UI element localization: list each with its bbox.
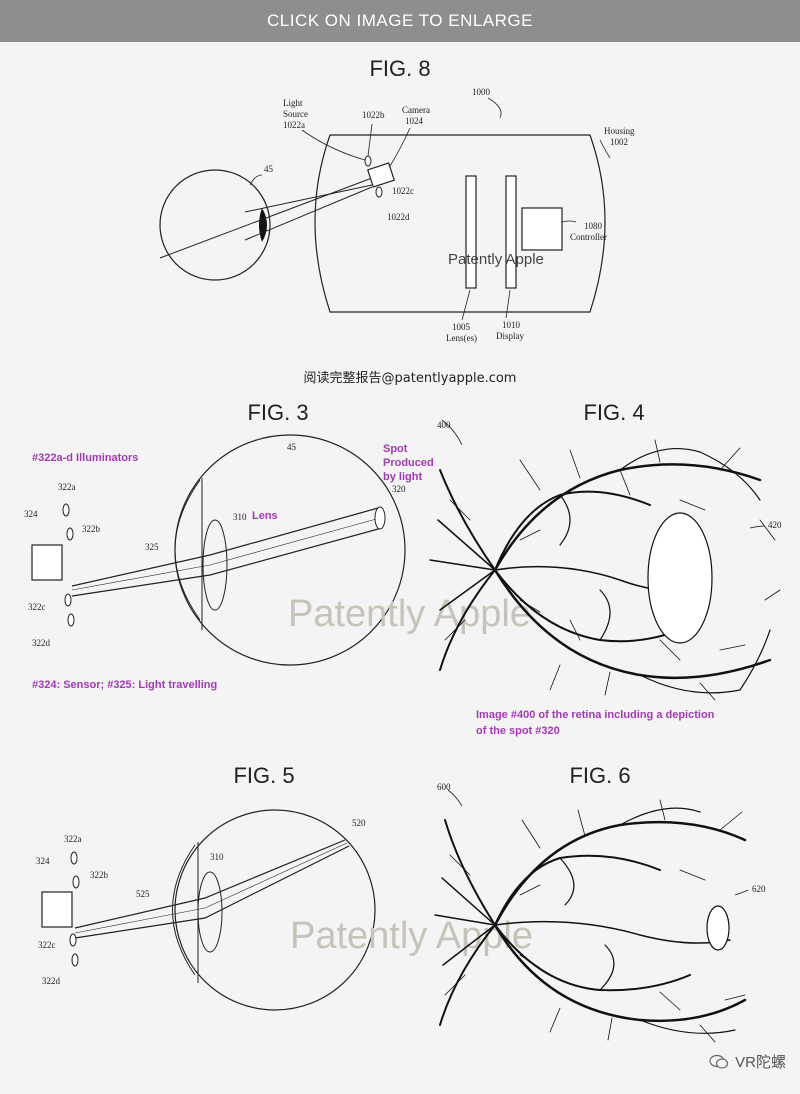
fig4-ref-420: 420 <box>768 520 782 530</box>
fig8-controller-1: 1080 <box>584 221 603 231</box>
fig5-ref-322d: 322d <box>42 976 61 986</box>
fig3-ref-322d: 322d <box>32 638 51 648</box>
fig5-ref-525: 525 <box>136 889 150 899</box>
fig8-controller <box>521 207 563 251</box>
fig3-ref-325: 325 <box>145 542 159 552</box>
fig8-ref-1022b: 1022b <box>362 110 385 120</box>
fig8-lens-1: 1005 <box>452 322 471 332</box>
fig5-eye <box>174 809 376 1011</box>
fig5-sensor <box>41 891 73 928</box>
fig5-ref-324: 324 <box>36 856 50 866</box>
fig3-caption-illuminators: #322a-d Illuminators <box>32 452 138 464</box>
wechat-icon <box>709 1054 729 1069</box>
fig6-retina-vessels <box>434 799 747 1043</box>
fig8-ref-45: 45 <box>264 164 274 174</box>
fig8-pupil <box>259 208 267 242</box>
fig6: FIG. 6 600 620 <box>434 763 766 1043</box>
fig3-ref-324: 324 <box>24 509 38 519</box>
fig4: FIG. 4 400 420 I <box>429 400 782 737</box>
email-line: 阅读完整报告@patentlyapple.com <box>304 371 517 386</box>
fig5-ref-322c: 322c <box>38 940 56 950</box>
fig8-housing-2: 1002 <box>610 137 628 147</box>
fig8-display-1: 1010 <box>502 320 521 330</box>
fig8-camera-1: Camera <box>402 105 430 115</box>
fig4-retina-vessels <box>429 439 781 701</box>
fig5-ref-322b: 322b <box>90 870 109 880</box>
fig3-ref-320: 320 <box>392 484 406 494</box>
fig8-lens <box>465 175 477 289</box>
fig8-watermark: Patently Apple <box>448 251 544 268</box>
fig6-title: FIG. 6 <box>569 763 630 788</box>
fig8-display-2: Display <box>496 331 524 341</box>
fig3-ref-322c: 322c <box>28 602 46 612</box>
fig8-eye <box>159 169 271 281</box>
fig8-title: FIG. 8 <box>369 56 430 81</box>
fig8-light-source-2: Source <box>283 109 308 119</box>
fig3-ref-322a: 322a <box>58 482 76 492</box>
source-watermark: VR陀螺 <box>709 1051 786 1072</box>
fig4-title: FIG. 4 <box>583 400 644 425</box>
fig3-watermark: Patently Apple <box>288 593 531 635</box>
fig8-housing-1: Housing <box>604 126 635 136</box>
fig6-ref-620: 620 <box>752 884 766 894</box>
fig3-ref-322b: 322b <box>82 524 101 534</box>
fig8-camera <box>367 162 395 188</box>
fig6-ref-600: 600 <box>437 782 451 792</box>
enlarge-banner[interactable]: CLICK ON IMAGE TO ENLARGE <box>0 0 800 42</box>
patent-figures[interactable]: FIG. 8 1000 45 Light Sourc <box>0 42 800 1094</box>
fig4-ref-400: 400 <box>437 420 451 430</box>
fig8-ref-1000: 1000 <box>472 87 491 97</box>
fig3-spot <box>374 506 386 530</box>
source-watermark-text: VR陀螺 <box>735 1054 786 1071</box>
fig5-ref-310: 310 <box>210 852 224 862</box>
fig4-caption-1: Image #400 of the retina including a dep… <box>476 709 715 721</box>
fig6-spot <box>706 905 730 951</box>
fig3-spot-label-2: Produced <box>383 457 434 469</box>
fig8-light-source-3: 1022a <box>283 120 305 130</box>
fig3: FIG. 3 #322a-d Illuminators #324: Sensor… <box>24 400 531 691</box>
fig3-ref-45: 45 <box>287 442 297 452</box>
fig8-lens-2: Lens(es) <box>446 333 477 343</box>
fig8-ref-1022c: 1022c <box>392 186 414 196</box>
fig8: FIG. 8 1000 45 Light Sourc <box>159 56 635 343</box>
fig8-housing <box>314 134 606 313</box>
fig5-title: FIG. 5 <box>233 763 294 788</box>
fig8-ref-1022d: 1022d <box>387 212 410 222</box>
fig3-caption-sensor: #324: Sensor; #325: Light travelling <box>32 679 217 691</box>
fig8-controller-2: Controller <box>570 232 607 242</box>
fig8-light-source-1: Light <box>283 98 303 108</box>
fig3-ref-310: 310 <box>233 512 247 522</box>
fig3-spot-label-3: by light <box>383 471 422 483</box>
fig3-spot-label-1: Spot <box>383 443 408 455</box>
fig8-display <box>505 175 517 289</box>
fig3-title: FIG. 3 <box>247 400 308 425</box>
fig8-camera-2: 1024 <box>405 116 424 126</box>
fig3-lens-label: Lens <box>252 510 278 522</box>
fig5-ref-520: 520 <box>352 818 366 828</box>
fig4-caption-2: of the spot #320 <box>476 725 560 737</box>
fig3-sensor <box>31 544 63 581</box>
fig5-ref-322a: 322a <box>64 834 82 844</box>
fig4-spot <box>647 512 713 644</box>
